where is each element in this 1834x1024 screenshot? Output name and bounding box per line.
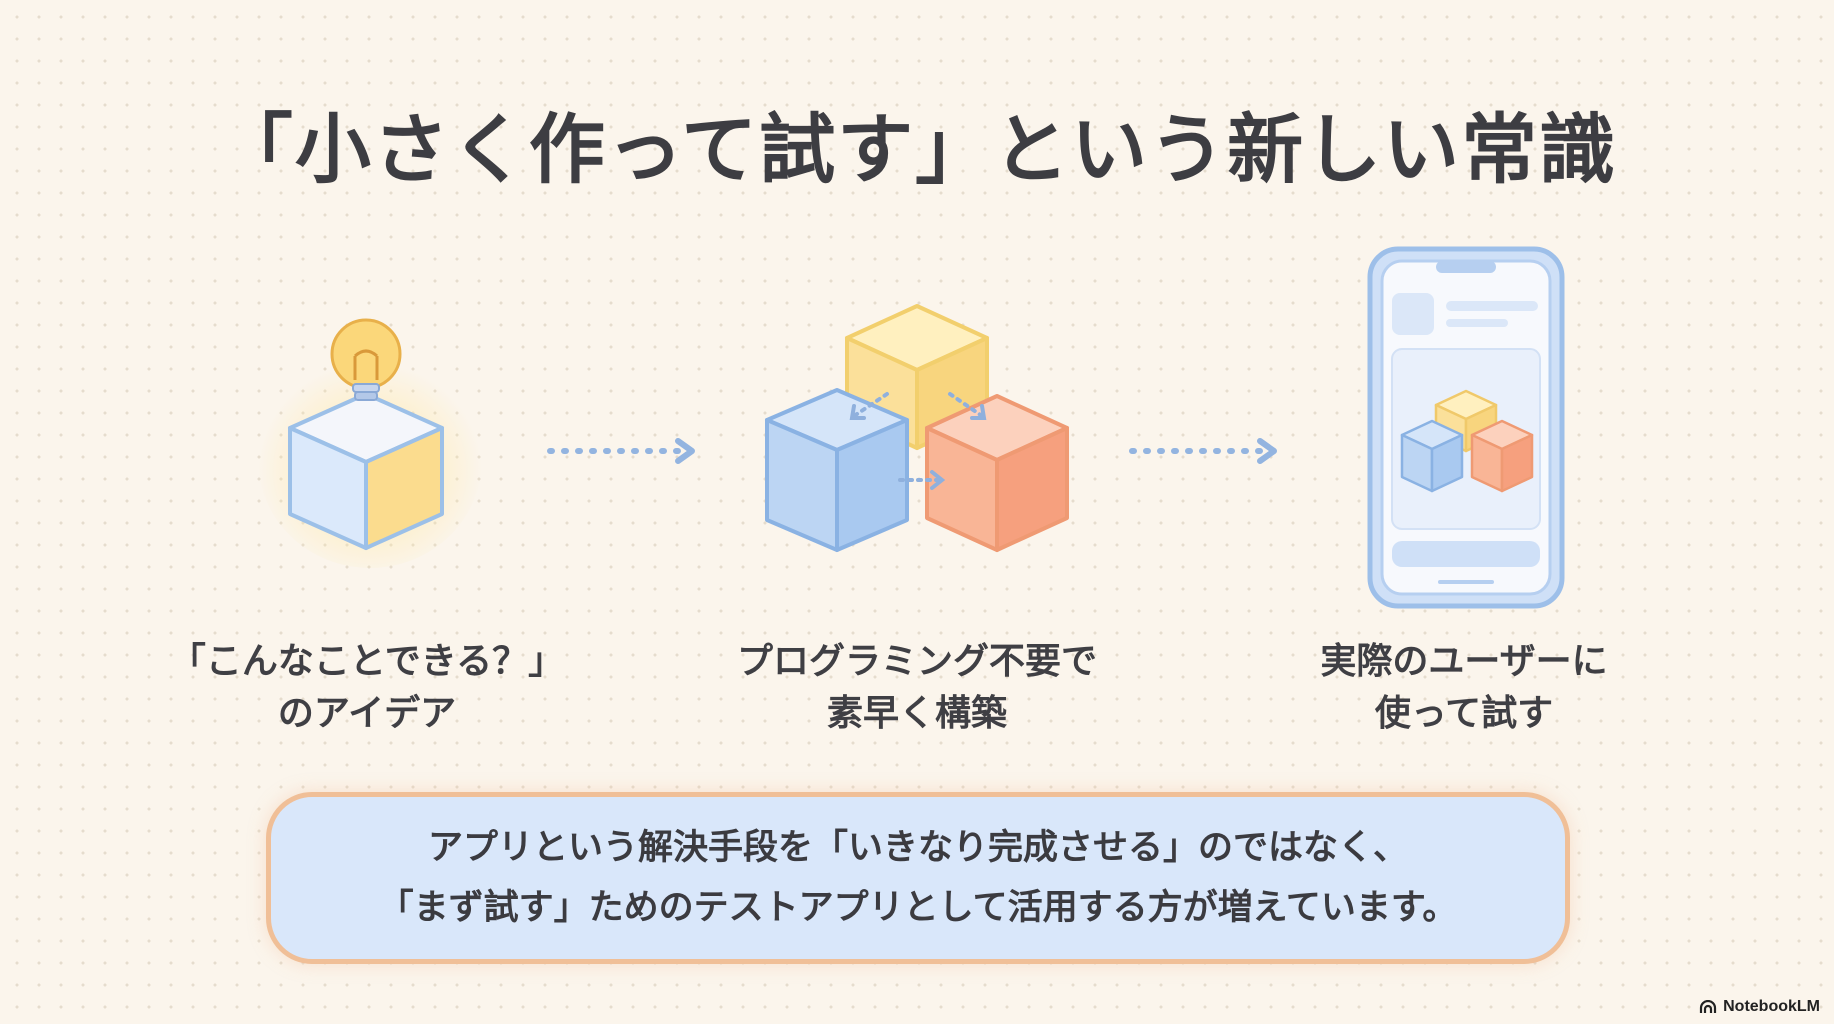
idea-lightbulb-cube-icon <box>258 318 482 568</box>
flow-arrow-2 <box>1129 438 1277 464</box>
brand-name: NotebookLM <box>1723 998 1820 1015</box>
step-1-line-2: のアイデア <box>277 693 457 734</box>
summary-note-line-1: アプリという解決手段を「いきなり完成させる」のではなく、 <box>427 828 1408 868</box>
step-1-line-1: 「こんなことできる？」 <box>169 641 565 682</box>
building-blocks-icon <box>765 304 1069 552</box>
summary-note-line-2: 「まず試す」ためのテストアプリとして活用する方が増えています。 <box>378 888 1458 928</box>
step-3-line-2: 使って試す <box>1374 693 1554 734</box>
step-2-label: プログラミング不要で 素早く構築 <box>697 636 1137 740</box>
smartphone-app-icon <box>1367 246 1565 609</box>
summary-note: アプリという解決手段を「いきなり完成させる」のではなく、 「まず試す」ためのテス… <box>266 792 1570 964</box>
flow-arrow-1 <box>547 438 695 464</box>
page-title: 「小さく作って試す」という新しい常識 <box>216 105 1618 194</box>
step-1-label: 「こんなことできる？」 のアイデア <box>147 636 587 740</box>
notebooklm-logo-icon <box>1700 1000 1717 1013</box>
step-2-line-2: 素早く構築 <box>826 693 1007 734</box>
notebooklm-watermark: NotebookLM <box>1699 998 1820 1016</box>
step-2-line-1: プログラミング不要で <box>736 641 1097 682</box>
step-3-line-1: 実際のユーザーに <box>1320 641 1608 682</box>
step-3-label: 実際のユーザーに 使って試す <box>1244 636 1684 740</box>
